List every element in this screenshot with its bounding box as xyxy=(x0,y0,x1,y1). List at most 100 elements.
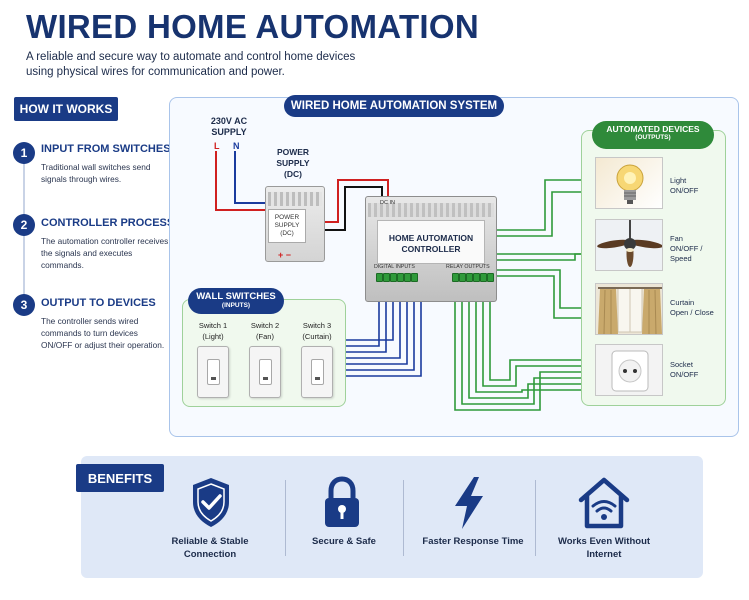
output-terminal xyxy=(487,273,494,282)
step-1-description: Traditional wall switches send signals t… xyxy=(41,162,151,184)
digital-inputs-label: DIGITAL INPUTS xyxy=(374,264,415,270)
dc-negative-wire xyxy=(325,186,383,231)
ac-neutral-label: N xyxy=(233,141,240,151)
switch-indicator xyxy=(315,377,320,380)
step-2-description: The automation controller receives the s… xyxy=(41,236,169,270)
switch-2-name: Switch 2 xyxy=(250,321,280,330)
step-1-title: INPUT FROM SWITCHES xyxy=(41,143,171,155)
benefit-offline-label: Works Even Without Internet xyxy=(557,536,651,560)
relay-outputs-label: RELAY OUTPUTS xyxy=(446,264,490,270)
output-terminal xyxy=(459,273,466,282)
how-it-works-badge: HOW IT WORKS xyxy=(14,97,118,121)
device-curtain-label: Curtain Open / Close xyxy=(670,298,714,318)
bulb-icon xyxy=(616,164,644,204)
output-terminal xyxy=(480,273,487,282)
device-light-image xyxy=(595,157,663,209)
input-terminal xyxy=(404,273,411,282)
switch-rocker xyxy=(311,359,324,385)
controller-vents xyxy=(368,203,494,217)
benefit-reliable-label: Reliable & Stable Connection xyxy=(171,536,249,560)
psu-label-plate xyxy=(268,209,306,243)
step-3-number: 3 xyxy=(13,294,35,316)
ceiling-fan-icon xyxy=(597,220,662,267)
benefits-badge: BENEFITS xyxy=(76,464,164,492)
psu-vents xyxy=(268,192,322,206)
dc-positive-wire xyxy=(325,179,389,223)
benefit-faster-label: Faster Response Time xyxy=(422,536,524,547)
device-curtain-action: Open / Close xyxy=(670,308,714,317)
input-terminal xyxy=(390,273,397,282)
output-terminal xyxy=(452,273,459,282)
relay-output-wires xyxy=(454,179,596,411)
benefit-divider xyxy=(535,480,536,556)
switch-indicator xyxy=(211,377,216,380)
ac-live-label: L xyxy=(214,141,220,151)
step-2-number: 2 xyxy=(13,214,35,236)
automated-devices-subtitle: (OUTPUTS) xyxy=(635,134,671,141)
device-light-name: Light xyxy=(670,176,687,185)
input-terminal xyxy=(376,273,383,282)
psu-polarity: + − xyxy=(278,250,292,260)
output-terminal xyxy=(466,273,473,282)
input-terminal xyxy=(411,273,418,282)
input-terminal xyxy=(383,273,390,282)
power-supply-label: POWER SUPPLY (DC) xyxy=(276,147,310,179)
step-3-description: The controller sends wired commands to t… xyxy=(41,316,165,350)
switch-rocker xyxy=(259,359,272,385)
lock-icon xyxy=(325,476,359,527)
benefit-divider xyxy=(285,480,286,556)
wall-switch-3[interactable] xyxy=(301,346,333,398)
automated-devices-title: AUTOMATED DEVICES xyxy=(606,124,700,134)
switch-1-target: (Light) xyxy=(202,332,224,341)
wall-switches-subtitle: (INPUTS) xyxy=(221,302,251,309)
switch-1-label: Switch 1 (Light) xyxy=(192,320,234,342)
controller-face-plate xyxy=(377,220,485,264)
curtain-icon xyxy=(596,284,662,334)
switch-2-label: Switch 2 (Fan) xyxy=(244,320,286,342)
automated-devices-badge: AUTOMATED DEVICES (OUTPUTS) xyxy=(592,121,714,149)
switch-3-target: (Curtain) xyxy=(302,332,332,341)
switch-rocker xyxy=(207,359,220,385)
device-socket-action: ON/OFF xyxy=(670,370,699,379)
ac-neutral-wire xyxy=(234,151,265,204)
switch-2-target: (Fan) xyxy=(256,332,274,341)
device-curtain-image xyxy=(595,283,663,335)
input-terminal xyxy=(397,273,404,282)
lightning-icon xyxy=(455,477,483,529)
ac-supply-label: 230V AC SUPPLY xyxy=(210,116,248,137)
switch-indicator xyxy=(263,377,268,380)
switch-3-name: Switch 3 xyxy=(302,321,332,330)
device-fan-image xyxy=(595,219,663,271)
page-subtitle: A reliable and secure way to automate an… xyxy=(26,51,356,78)
psu-text: POWER SUPPLY (DC) xyxy=(274,214,300,237)
page-title: WIRED HOME AUTOMATION xyxy=(26,8,479,45)
shield-check-icon xyxy=(193,478,229,527)
wall-switch-1[interactable] xyxy=(197,346,229,398)
controller-name: HOME AUTOMATION CONTROLLER xyxy=(388,233,474,254)
step-3-title: OUTPUT TO DEVICES xyxy=(41,297,156,309)
socket-icon xyxy=(611,350,649,392)
device-socket-label: Socket ON/OFF xyxy=(670,360,698,380)
switch-1-name: Switch 1 xyxy=(198,321,228,330)
system-badge: WIRED HOME AUTOMATION SYSTEM xyxy=(284,95,504,117)
ac-live-wire xyxy=(215,151,265,211)
benefit-divider xyxy=(403,480,404,556)
benefits-panel xyxy=(81,456,703,578)
device-light-action: ON/OFF xyxy=(670,186,699,195)
device-fan-name: Fan xyxy=(670,234,683,243)
device-fan-action: ON/OFF / Speed xyxy=(670,244,703,263)
device-socket-image xyxy=(595,344,663,396)
device-socket-name: Socket xyxy=(670,360,693,369)
output-terminal xyxy=(473,273,480,282)
wall-switches-badge: WALL SWITCHES (INPUTS) xyxy=(188,288,284,314)
switch-3-label: Switch 3 (Curtain) xyxy=(296,320,338,342)
step-1-number: 1 xyxy=(13,142,35,164)
step-2-title: CONTROLLER PROCESSES xyxy=(41,217,189,229)
benefit-secure-label: Secure & Safe xyxy=(312,536,376,547)
wall-switch-2[interactable] xyxy=(249,346,281,398)
wall-switches-title: WALL SWITCHES xyxy=(196,291,276,302)
device-fan-label: Fan ON/OFF / Speed xyxy=(670,234,722,264)
dc-in-label: DC IN xyxy=(380,200,395,206)
home-wifi-icon xyxy=(578,477,630,529)
